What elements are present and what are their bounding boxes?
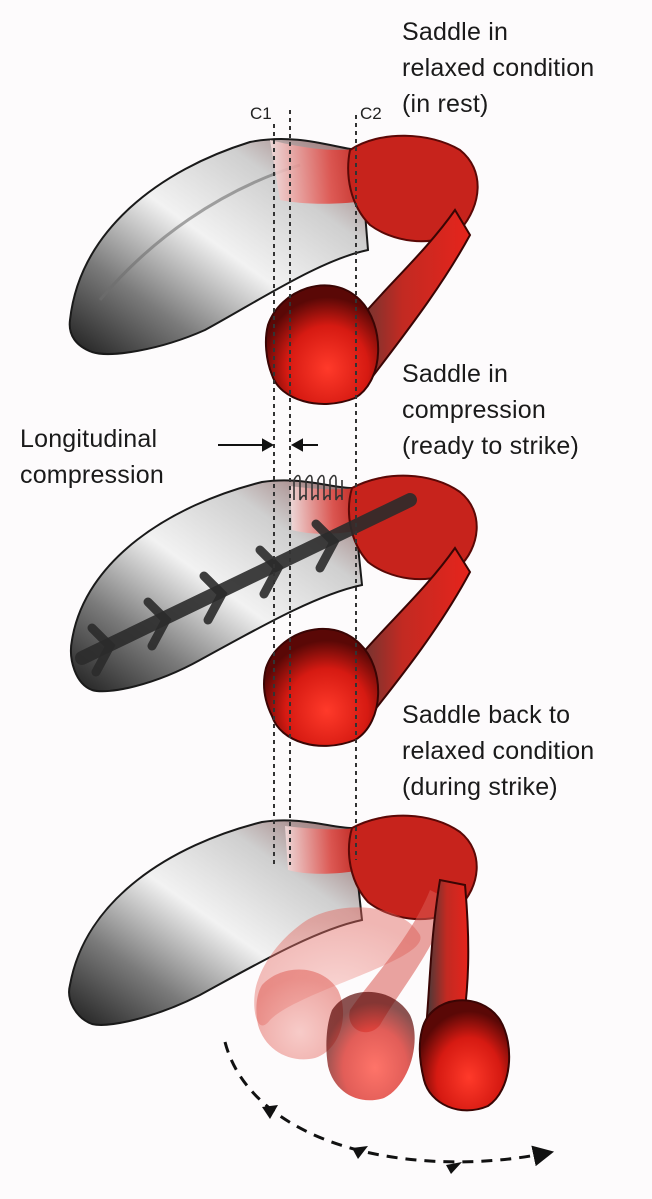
c2-marker: C2 [360, 104, 382, 123]
saddle-region [270, 140, 372, 204]
compression-arrows [218, 438, 318, 452]
compression-condition-label: Saddle in compression (ready to strike) [402, 360, 580, 460]
saddle-region [290, 486, 362, 534]
swing-path-arrowheads [262, 1105, 462, 1174]
merus-inner-edge [98, 163, 301, 301]
appendage-strike [68, 814, 555, 1174]
force-chevrons [87, 519, 340, 677]
spring-icon [293, 474, 343, 501]
dactyl-club [263, 627, 380, 747]
dactyl-club [264, 284, 380, 405]
reference-lines [273, 110, 357, 865]
longitudinal-compression-label: Longitudinal compression [20, 425, 164, 489]
saddle-region [285, 826, 362, 874]
strike-motion-ghosts [254, 890, 450, 1101]
appendage-compressed [70, 474, 478, 747]
relaxed-condition-label: Saddle in relaxed condition (in rest) [402, 18, 595, 118]
c1-marker: C1 [250, 104, 272, 123]
appendage-relaxed [68, 134, 479, 405]
dactyl-club [418, 999, 511, 1112]
back-to-relaxed-label: Saddle back to relaxed condition (during… [402, 701, 595, 801]
